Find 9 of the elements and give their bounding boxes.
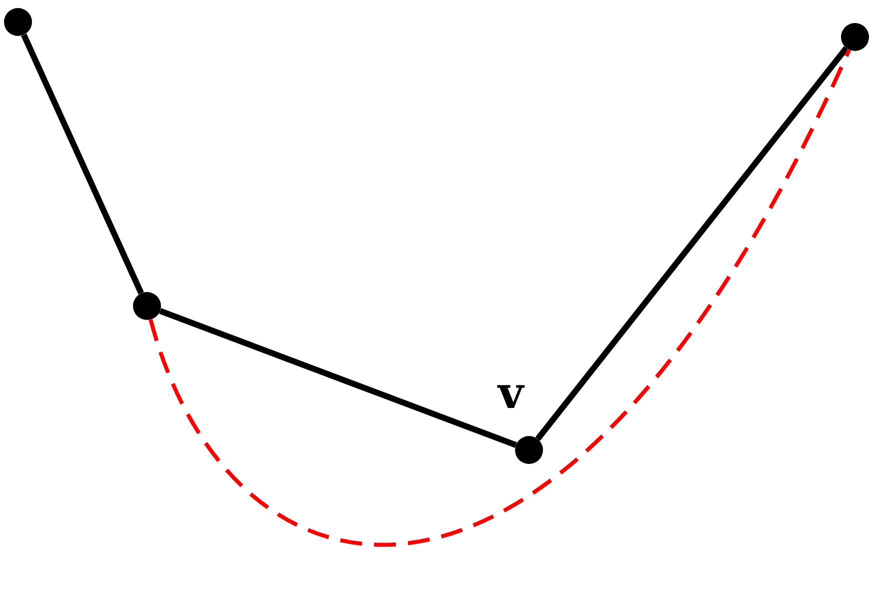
line-segment bbox=[21, 34, 144, 294]
vertex-dot bbox=[133, 292, 161, 320]
vertex-dot bbox=[4, 8, 32, 36]
vertex-dot bbox=[841, 23, 869, 51]
line-segment bbox=[159, 308, 517, 448]
vertex-dot bbox=[515, 436, 543, 464]
vertex-label: v bbox=[498, 372, 524, 416]
line-segment bbox=[535, 46, 849, 441]
dashed-curve bbox=[148, 48, 852, 546]
